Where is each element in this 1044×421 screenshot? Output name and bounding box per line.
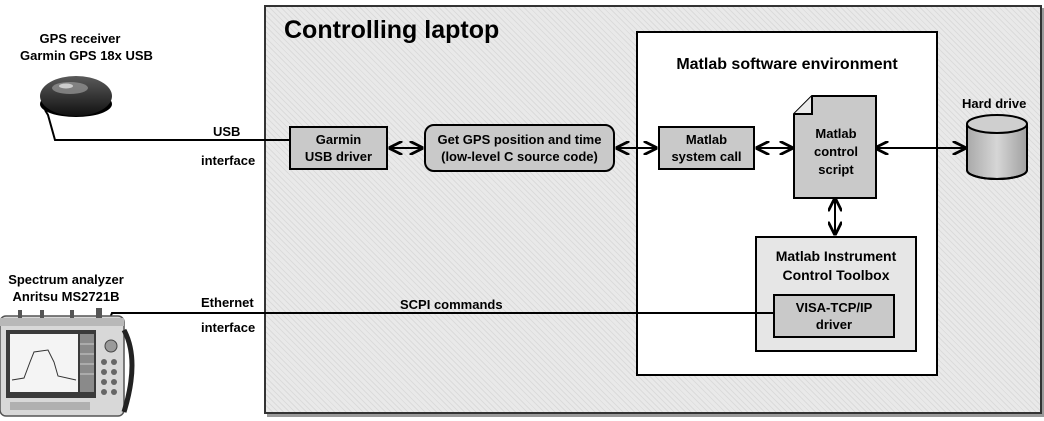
control-script-line3: script xyxy=(818,162,854,177)
gps-code-line1: Get GPS position and time xyxy=(437,132,602,147)
ethernet-cable xyxy=(109,312,773,319)
document-folded-corner-icon xyxy=(793,95,877,199)
matlab-environment-title: Matlab software environment xyxy=(676,56,898,73)
toolbox-title: Matlab Instrument Control Toolbox xyxy=(755,247,917,285)
control-script-line2: control xyxy=(813,144,859,159)
system-call-line2: system call xyxy=(671,149,742,164)
garmin-driver-line2: USB driver xyxy=(304,149,373,164)
scpi-commands-label: SCPI commands xyxy=(400,297,503,312)
ethernet-label: Ethernet xyxy=(201,295,254,310)
spectrum-analyzer-label: Spectrum analyzer Anritsu MS2721B xyxy=(0,271,132,305)
spectrum-analyzer-title: Spectrum analyzer xyxy=(8,272,124,287)
usb-cable xyxy=(44,109,289,141)
cylinder-disk-icon xyxy=(966,114,1028,180)
gps-code-line2: (low-level C source code) xyxy=(441,149,598,164)
toolbox-title-line2: Control Toolbox xyxy=(782,267,890,283)
spectrum-analyzer-icon xyxy=(0,308,135,417)
toolbox-title-line1: Matlab Instrument xyxy=(775,248,897,264)
garmin-usb-driver-box: Garmin USB driver xyxy=(289,126,388,170)
control-script-line1: Matlab xyxy=(815,126,857,141)
control-script-label: Matlab control script xyxy=(796,125,876,179)
ethernet-interface-label: interface xyxy=(201,320,256,335)
visa-line2: driver xyxy=(815,317,853,332)
controlling-laptop-title: Controlling laptop xyxy=(284,16,500,44)
visa-line1: VISA-TCP/IP xyxy=(795,300,873,315)
system-call-line1: Matlab xyxy=(685,132,728,147)
gps-receiver-model: Garmin GPS 18x USB xyxy=(20,48,153,63)
gps-c-code-box: Get GPS position and time (low-level C s… xyxy=(424,124,615,172)
hard-drive-label: Hard drive xyxy=(962,96,1027,111)
usb-label: USB xyxy=(213,124,241,139)
matlab-system-call-box: Matlab system call xyxy=(658,126,755,170)
spectrum-analyzer-model: Anritsu MS2721B xyxy=(12,289,120,304)
garmin-driver-line1: Garmin xyxy=(315,132,362,147)
gps-receiver-label: GPS receiver Garmin GPS 18x USB xyxy=(20,30,153,64)
usb-interface-label: interface xyxy=(201,153,256,168)
gps-receiver-title: GPS receiver xyxy=(39,31,121,46)
visa-tcpip-driver-box: VISA-TCP/IP driver xyxy=(773,294,895,338)
gps-puck-icon xyxy=(40,76,112,117)
